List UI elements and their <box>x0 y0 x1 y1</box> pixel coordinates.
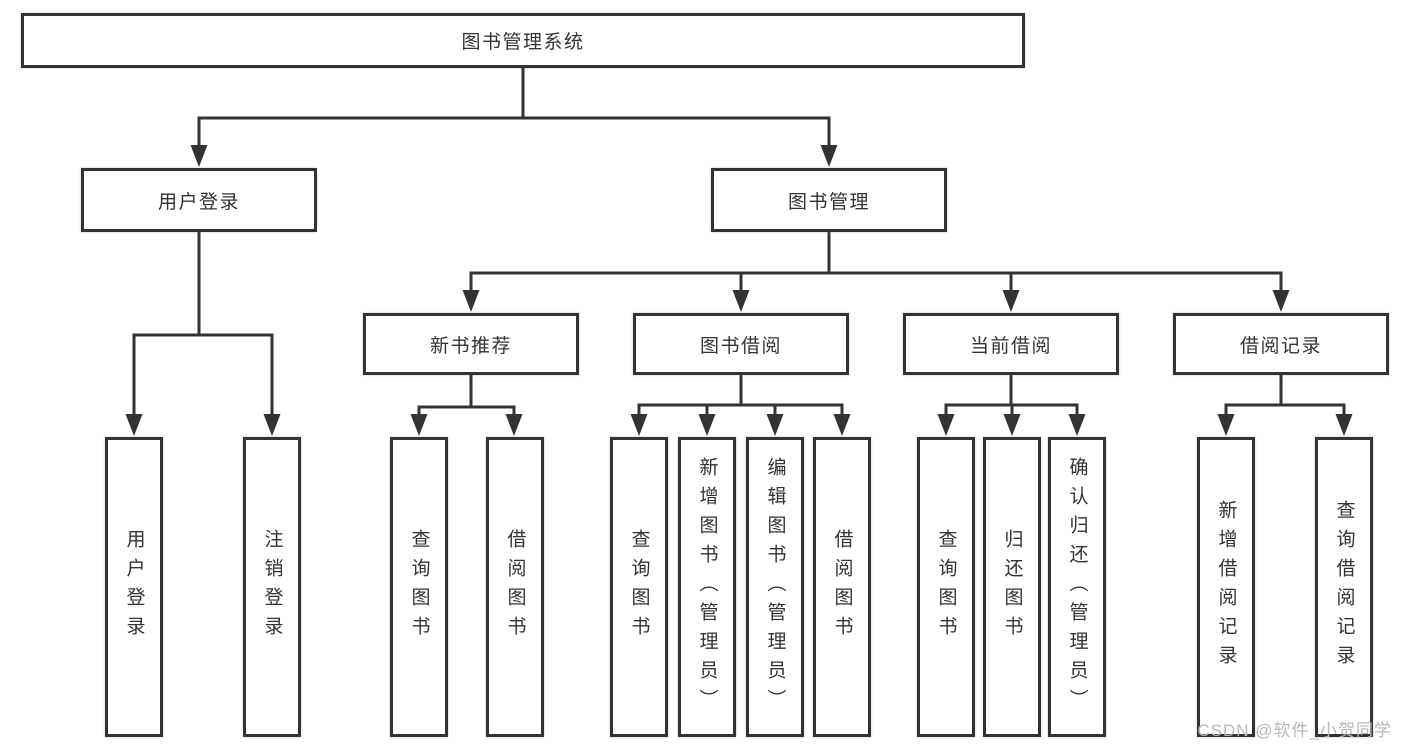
leaf-label: 新增借阅记录 <box>1215 500 1237 674</box>
leaf-recommendation-borrow-books: 借阅图书 <box>486 437 544 737</box>
leaf-label: 查询图书 <box>935 529 957 645</box>
leaf-borrowing-add-books-admin: 新增图书（管理员） <box>678 437 736 737</box>
node-library-management-system: 图书管理系统 <box>21 13 1025 68</box>
leaf-label: 归还图书 <box>1001 529 1023 645</box>
node-label: 用户登录 <box>157 191 240 213</box>
arrowhead-down-icon <box>630 414 648 436</box>
leaf-borrowing-borrow-books: 借阅图书 <box>813 437 871 737</box>
arrowhead-down-icon <box>1003 414 1021 436</box>
node-label: 当前借阅 <box>969 335 1052 357</box>
leaf-label: 新增图书（管理员） <box>696 456 718 718</box>
leaf-records-query-borrow-record: 查询借阅记录 <box>1315 437 1373 737</box>
node-label: 新书推荐 <box>429 335 512 357</box>
leaf-borrowing-query-books: 查询图书 <box>610 437 668 737</box>
leaf-label: 注销登录 <box>261 529 283 645</box>
arrowhead-down-icon <box>1002 290 1020 312</box>
arrowhead-down-icon <box>1068 414 1086 436</box>
leaf-recommendation-query-books: 查询图书 <box>390 437 448 737</box>
leaf-current-confirm-return-admin: 确认归还（管理员） <box>1048 437 1106 737</box>
node-label: 图书管理 <box>787 191 870 213</box>
connector-root-to-level2 <box>197 68 831 147</box>
arrowhead-down-icon <box>1335 414 1353 436</box>
arrowhead-down-icon <box>833 414 851 436</box>
connector-current-to-leaves <box>944 375 1079 416</box>
leaf-borrowing-edit-books-admin: 编辑图书（管理员） <box>746 437 804 737</box>
leaf-user-login: 用户登录 <box>105 437 163 737</box>
arrowhead-down-icon <box>732 290 750 312</box>
connector-book-management-to-level3 <box>469 232 1283 292</box>
leaf-label: 借阅图书 <box>504 529 526 645</box>
connector-records-to-leaves <box>1224 375 1346 416</box>
leaf-label: 查询图书 <box>628 529 650 645</box>
connector-user-login-to-leaves <box>132 232 274 416</box>
connector-borrowing-to-leaves <box>637 375 844 416</box>
leaf-label: 确认归还（管理员） <box>1066 456 1088 718</box>
arrowhead-down-icon <box>505 414 523 436</box>
arrowhead-down-icon <box>766 414 784 436</box>
leaf-logout-login: 注销登录 <box>243 437 301 737</box>
arrowhead-down-icon <box>698 414 716 436</box>
leaf-label: 查询图书 <box>408 529 430 645</box>
leaf-label: 查询借阅记录 <box>1333 500 1355 674</box>
leaf-label: 借阅图书 <box>831 529 853 645</box>
csdn-watermark: CSDN @软件_小贺同学 <box>1197 721 1392 740</box>
arrowhead-down-icon <box>125 414 143 436</box>
node-book-borrowing: 图书借阅 <box>633 313 849 375</box>
arrowhead-down-icon <box>462 290 480 312</box>
leaf-records-add-borrow-record: 新增借阅记录 <box>1197 437 1255 737</box>
leaf-current-return-books: 归还图书 <box>983 437 1041 737</box>
connector-recommendation-to-leaves <box>417 375 516 416</box>
node-new-book-recommendation: 新书推荐 <box>363 313 579 375</box>
node-label: 图书管理系统 <box>461 32 585 53</box>
arrowhead-down-icon <box>190 145 208 167</box>
arrowhead-down-icon <box>820 145 838 167</box>
leaf-label: 用户登录 <box>123 529 145 645</box>
leaf-label: 编辑图书（管理员） <box>764 456 786 718</box>
node-label: 图书借阅 <box>699 335 782 357</box>
arrowhead-down-icon <box>1272 290 1290 312</box>
arrowhead-down-icon <box>937 414 955 436</box>
node-label: 借阅记录 <box>1239 335 1322 357</box>
arrowhead-down-icon <box>263 414 281 436</box>
leaf-current-query-books: 查询图书 <box>917 437 975 737</box>
arrowhead-down-icon <box>410 414 428 436</box>
node-book-management: 图书管理 <box>711 168 947 232</box>
arrowhead-down-icon <box>1217 414 1235 436</box>
node-user-login: 用户登录 <box>81 168 317 232</box>
node-borrowing-records: 借阅记录 <box>1173 313 1389 375</box>
node-current-borrowing: 当前借阅 <box>903 313 1119 375</box>
